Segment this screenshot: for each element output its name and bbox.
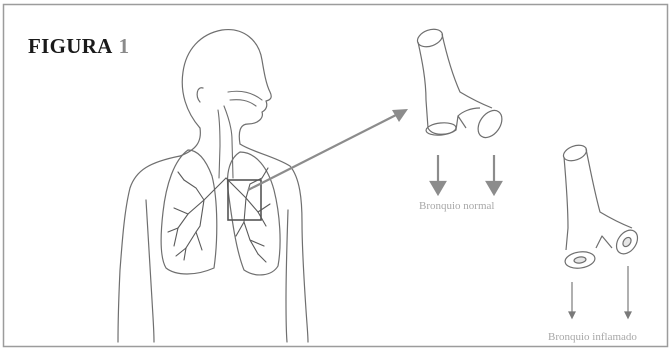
normal-bronchus: [415, 26, 507, 142]
caption-inflamed-bronchus: Bronquio inflamado: [548, 331, 637, 343]
figure-label: FIGURA: [28, 34, 113, 58]
inflamed-bronchus: [561, 142, 641, 270]
normal-airflow-arrows: [431, 155, 501, 194]
human-figure: [118, 30, 308, 342]
figure-number: 1: [119, 34, 130, 58]
airway: [218, 91, 262, 178]
pointer-arrow: [248, 109, 408, 190]
right-lung: [228, 152, 281, 275]
lungs: [161, 150, 280, 275]
caption-normal-bronchus: Bronquio normal: [419, 200, 494, 212]
bronchial-tree: [168, 168, 270, 262]
left-lung: [161, 150, 217, 274]
inflamed-airflow-arrows: [569, 266, 631, 318]
